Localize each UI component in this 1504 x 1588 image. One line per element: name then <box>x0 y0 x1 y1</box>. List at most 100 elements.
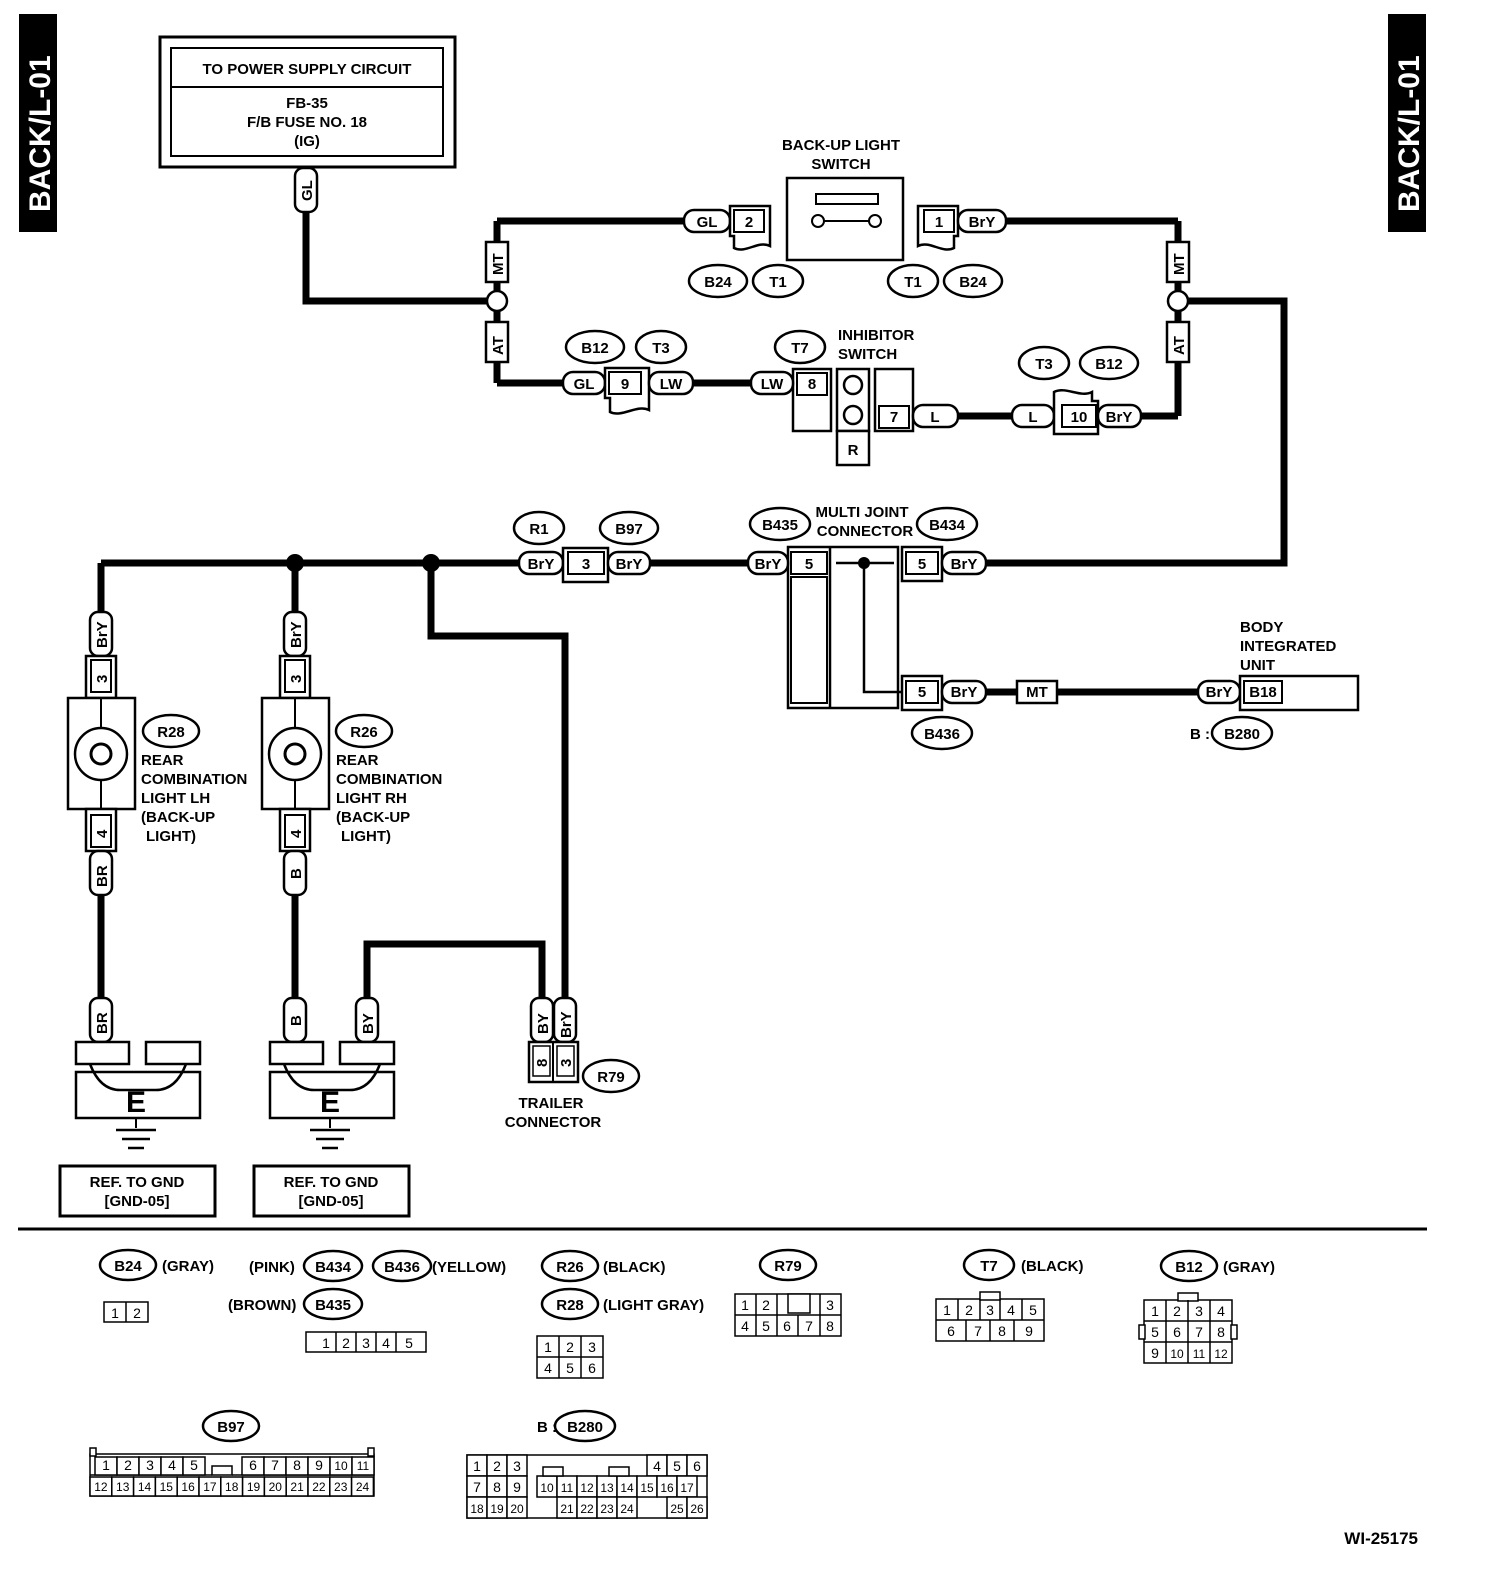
svg-text:B24: B24 <box>959 274 987 291</box>
svg-text:BrY: BrY <box>951 684 978 701</box>
diagram-id: WI-25175 <box>1344 1529 1418 1548</box>
conn-label-b97: B97 <box>598 510 660 546</box>
svg-text:5: 5 <box>1151 1324 1159 1340</box>
wire-tag-bry-switch: BrY <box>956 208 1008 234</box>
svg-text:3: 3 <box>582 556 590 573</box>
side-tab-left: BACK/L-01 <box>19 14 57 232</box>
svg-text:1: 1 <box>473 1458 481 1474</box>
svg-text:2: 2 <box>342 1335 350 1351</box>
conn-label-r28: R28 <box>141 713 201 749</box>
ground-lh: E <box>74 1040 202 1150</box>
svg-text:MT: MT <box>490 253 507 275</box>
svg-text:3: 3 <box>588 1339 596 1355</box>
joint-title1: MULTI JOINT <box>815 504 908 521</box>
svg-text:24: 24 <box>356 1480 370 1494</box>
svg-text:22: 22 <box>580 1502 594 1516</box>
svg-text:R28: R28 <box>157 724 185 741</box>
svg-text:B97: B97 <box>217 1419 245 1436</box>
trailer-title2: CONNECTOR <box>505 1114 602 1131</box>
svg-text:B434: B434 <box>929 517 966 534</box>
svg-text:1: 1 <box>935 214 943 231</box>
conn-label-b280: B280 <box>1210 715 1274 751</box>
inhibitor-title2: SWITCH <box>838 346 897 363</box>
svg-text:14: 14 <box>620 1481 634 1495</box>
svg-text:1: 1 <box>544 1339 552 1355</box>
wire-tag-lw-inhibitor: LW <box>749 370 795 396</box>
svg-text:4: 4 <box>653 1458 661 1474</box>
svg-text:[GND-05]: [GND-05] <box>104 1193 169 1210</box>
wire-tag-bry-joint-left: BrY <box>746 550 790 576</box>
rh-title4: (BACK-UP <box>336 809 410 826</box>
svg-text:B97: B97 <box>615 521 643 538</box>
connector-pin-10: 10 <box>1052 389 1100 436</box>
svg-text:T3: T3 <box>1035 356 1053 373</box>
svg-text:4: 4 <box>168 1457 176 1473</box>
svg-text:5: 5 <box>1029 1302 1037 1318</box>
wire-tag-b-rh: B <box>282 849 308 897</box>
inhibitor-switch: 8 7 R <box>791 367 915 467</box>
svg-text:9: 9 <box>1025 1323 1033 1339</box>
svg-text:5: 5 <box>918 684 926 701</box>
svg-text:3: 3 <box>146 1457 154 1473</box>
svg-text:6: 6 <box>249 1457 257 1473</box>
svg-text:B435: B435 <box>315 1297 351 1314</box>
svg-text:3: 3 <box>986 1302 994 1318</box>
wire-tag-bry-joint-bottom: BrY <box>940 679 988 705</box>
svg-text:R1: R1 <box>529 521 548 538</box>
ref-to-gnd-rh: REF. TO GND [GND-05] <box>252 1164 411 1218</box>
svg-text:(GRAY): (GRAY) <box>162 1258 214 1275</box>
wire-tag-bry-joint-right: BrY <box>940 550 988 576</box>
conn-label-t3-right: T3 <box>1017 345 1071 381</box>
svg-text:MT: MT <box>1171 253 1188 275</box>
svg-text:(PINK): (PINK) <box>249 1259 295 1276</box>
conn-label-b24-right: B24 <box>942 263 1004 299</box>
svg-text:BrY: BrY <box>969 214 996 231</box>
svg-text:REF. TO GND: REF. TO GND <box>90 1174 185 1191</box>
svg-text:21: 21 <box>560 1502 574 1516</box>
tag-at-left: AT <box>484 320 510 364</box>
svg-text:13: 13 <box>600 1481 614 1495</box>
svg-text:4: 4 <box>741 1318 749 1334</box>
svg-text:4: 4 <box>1217 1303 1225 1319</box>
body-unit-conn-prefix: B : <box>1190 726 1210 743</box>
svg-text:7: 7 <box>805 1318 813 1334</box>
connector-pin-3-r1: 3 <box>561 546 610 584</box>
conn-label-t7: T7 <box>773 329 827 365</box>
svg-text:REF. TO GND: REF. TO GND <box>284 1174 379 1191</box>
conn-label-t1-left: T1 <box>751 263 805 299</box>
svg-text:11: 11 <box>561 1481 574 1495</box>
lh-title1: REAR <box>141 752 184 769</box>
svg-text:2: 2 <box>133 1305 141 1321</box>
svg-text:B: B <box>288 1015 305 1026</box>
svg-text:22: 22 <box>312 1480 326 1494</box>
joint-title2: CONNECTOR <box>817 523 914 540</box>
svg-text:18: 18 <box>225 1480 239 1494</box>
svg-text:L: L <box>930 409 939 426</box>
svg-text:1: 1 <box>102 1457 110 1473</box>
svg-text:BR: BR <box>94 1012 111 1034</box>
svg-text:8: 8 <box>293 1457 301 1473</box>
svg-text:B18: B18 <box>1249 684 1277 701</box>
legend-b24: B24 (GRAY) 1 2 <box>98 1248 214 1323</box>
svg-text:B436: B436 <box>924 726 960 743</box>
rear-light-lh: 3 4 <box>66 654 137 853</box>
backup-switch-title2: SWITCH <box>811 156 870 173</box>
svg-text:R26: R26 <box>556 1259 584 1276</box>
svg-text:5: 5 <box>566 1360 574 1376</box>
lh-title3: LIGHT LH <box>141 790 210 807</box>
wire-tag-bry-lh: BrY <box>88 610 114 658</box>
svg-text:BrY: BrY <box>288 621 305 648</box>
svg-text:BY: BY <box>535 1013 552 1034</box>
svg-text:25: 25 <box>670 1502 684 1516</box>
split-node-right <box>1166 289 1190 313</box>
svg-text:1: 1 <box>943 1302 951 1318</box>
svg-text:3: 3 <box>826 1297 834 1313</box>
wire-tag-l-inhibitor: L <box>911 403 960 429</box>
svg-text:R26: R26 <box>350 724 378 741</box>
svg-text:[GND-05]: [GND-05] <box>298 1193 363 1210</box>
svg-text:B: B <box>288 868 305 879</box>
power-ig: (IG) <box>294 133 320 150</box>
